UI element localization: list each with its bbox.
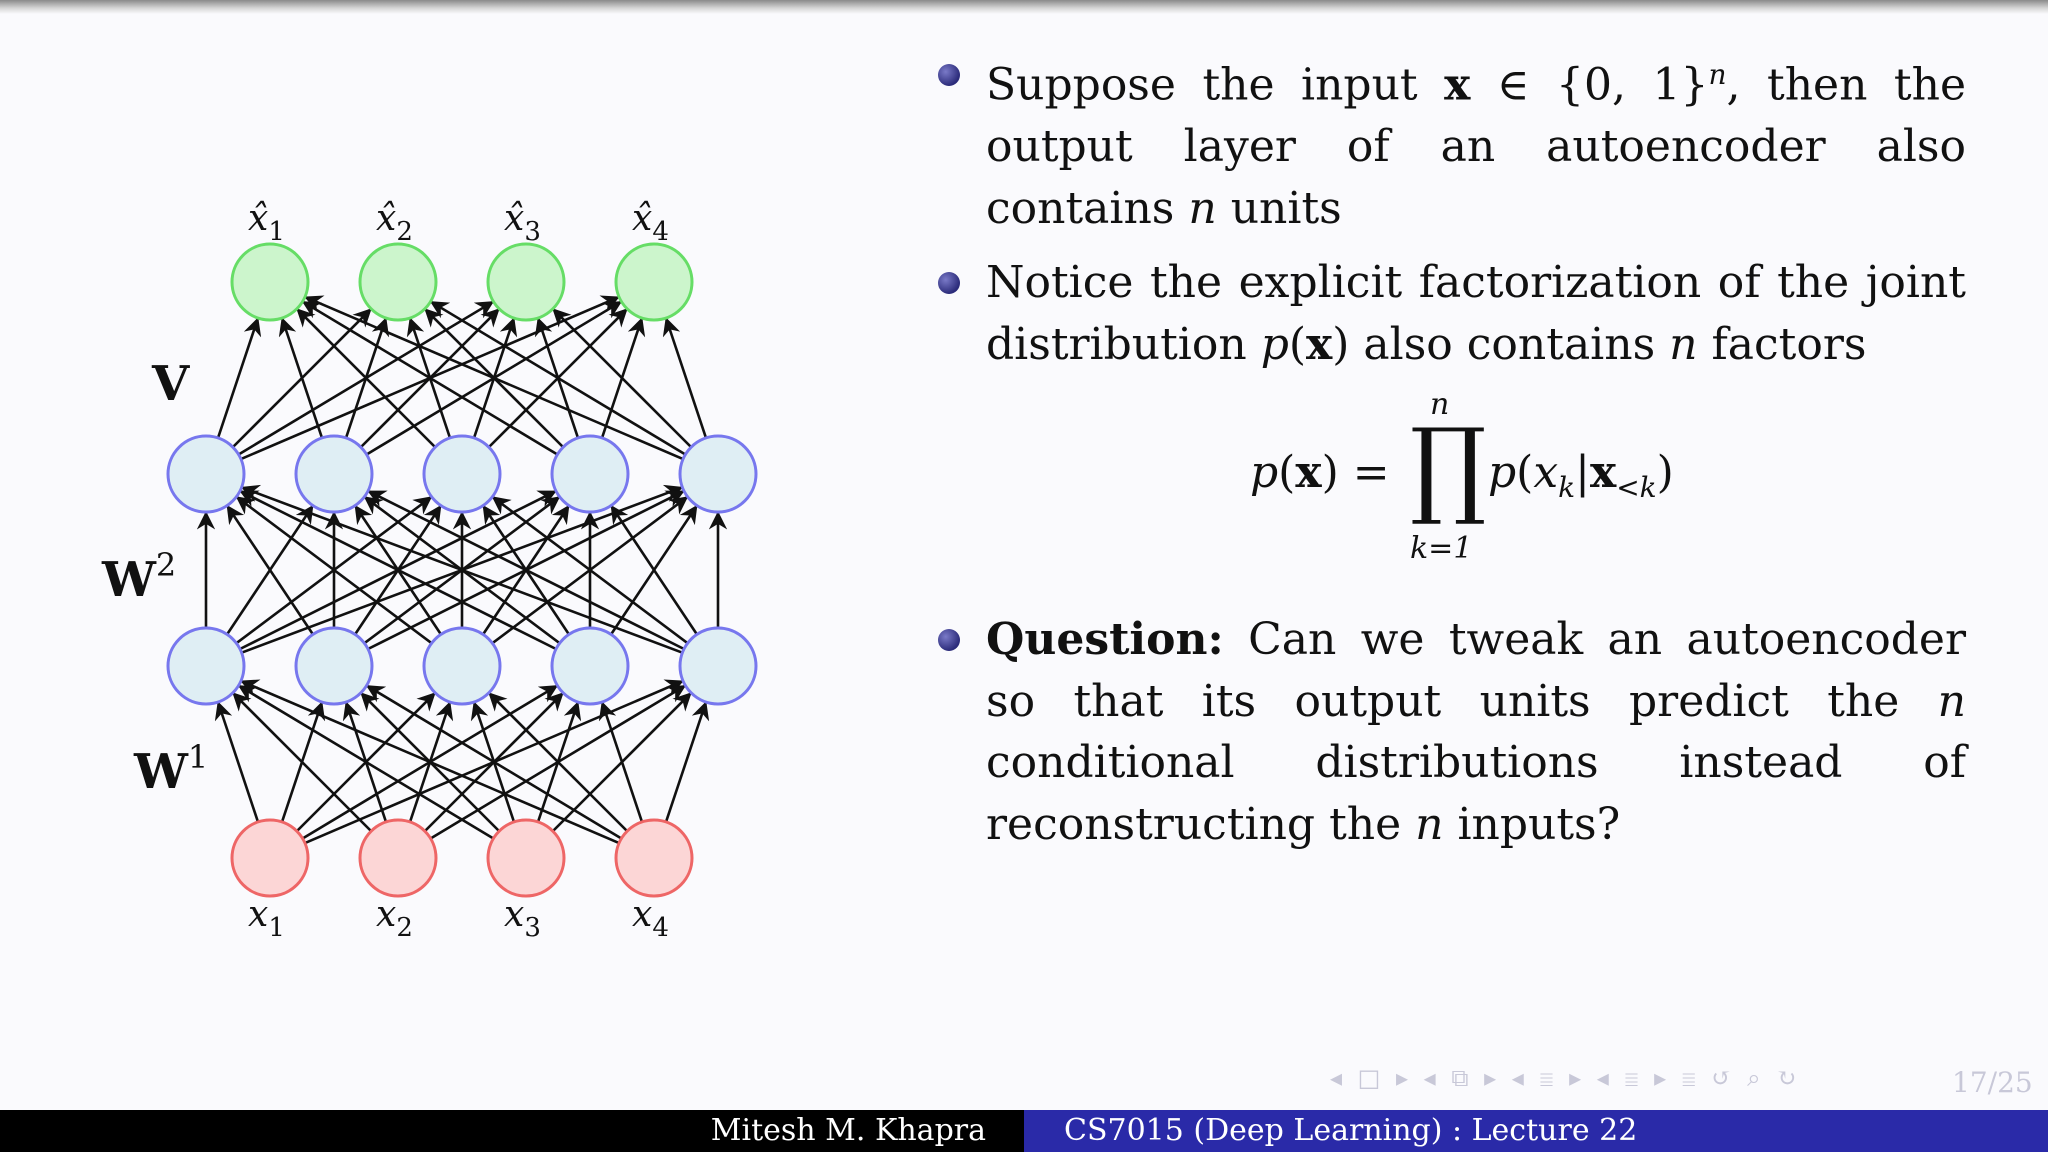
- math-n: n: [1937, 675, 1966, 727]
- edge: [232, 692, 373, 833]
- input-node-3: [486, 818, 566, 898]
- beamer-navigation-icons[interactable]: ◂ □ ▸ ◂ ⧉ ▸ ◂ ≣ ▸ ◂ ≣ ▸ ≣ ↺ ⌕ ↻: [1330, 1064, 1801, 1092]
- page-number: 17/25: [1952, 1066, 2033, 1099]
- autoencoder-diagram: x̂1 x̂2 x̂3 x̂4 x1 x2 x3 x4 V W2 W1: [101, 198, 758, 943]
- edge: [237, 684, 495, 840]
- edge: [491, 496, 689, 645]
- edge: [214, 701, 260, 823]
- product-symbol: ∏: [1410, 405, 1487, 529]
- output-node-4: [614, 242, 694, 322]
- edge: [240, 679, 620, 845]
- edge: [598, 701, 644, 823]
- paren: (: [1288, 318, 1307, 370]
- input-node-1: [230, 818, 310, 898]
- edge: [552, 308, 693, 449]
- hidden2-node-5: [678, 434, 758, 514]
- math-p: p: [1260, 318, 1289, 370]
- footer-course: CS7015 (Deep Learning) : Lecture 22: [1024, 1110, 2048, 1152]
- edge: [278, 317, 324, 439]
- hidden1-node-1: [166, 626, 246, 706]
- bullet-dot-icon: [938, 629, 960, 652]
- input-label-2: x2: [376, 894, 413, 943]
- edge: [301, 300, 559, 456]
- output-label-4: x̂4: [632, 198, 669, 247]
- edge: [429, 300, 687, 456]
- edge: [240, 484, 683, 654]
- network-edges: [196, 295, 728, 845]
- text: Suppose the input: [986, 59, 1445, 111]
- edge: [610, 504, 699, 636]
- math-n: n: [1188, 182, 1217, 234]
- bullet-input-output: Suppose the input x ∈ {0, 1}n, then the …: [936, 44, 1966, 239]
- output-label-2: x̂2: [376, 198, 413, 247]
- hidden1-node-2: [294, 626, 374, 706]
- formula-lhs: p(x) =: [1250, 447, 1390, 499]
- edge: [365, 684, 623, 840]
- weight-label-w2: W2: [101, 546, 176, 608]
- hidden2-node-3: [422, 434, 502, 514]
- input-node-2: [358, 818, 438, 898]
- top-gradient-bar: [0, 0, 2048, 14]
- math-set: ∈ {0, 1}: [1470, 59, 1709, 111]
- text: inputs?: [1443, 798, 1621, 850]
- edge: [235, 496, 433, 645]
- product-lower-limit: k=1: [1410, 531, 1473, 567]
- edge: [296, 308, 437, 449]
- output-label-3: x̂3: [504, 198, 541, 247]
- input-label-1: x1: [248, 894, 285, 943]
- output-node-1: [230, 242, 310, 322]
- input-label-4: x4: [632, 894, 669, 943]
- hidden1-node-5: [678, 626, 758, 706]
- input-label-3: x3: [504, 894, 541, 943]
- text: units: [1216, 182, 1342, 234]
- text: conditional distributions instead of rec…: [986, 737, 1966, 850]
- math-n: n: [1669, 318, 1698, 370]
- product-upper-limit: n: [1430, 387, 1450, 423]
- question-label: Question:: [986, 614, 1224, 666]
- edge: [662, 317, 708, 439]
- edge: [304, 295, 684, 461]
- edge: [367, 490, 685, 651]
- network-nodes: [166, 242, 758, 898]
- weight-label-w1: W1: [133, 738, 208, 800]
- text: , then the output layer of an autoencode…: [986, 59, 1966, 234]
- output-node-2: [358, 242, 438, 322]
- slide-content: Suppose the input x ∈ {0, 1}n, then the …: [936, 44, 1966, 855]
- formula-rhs: p(xk|x<k): [1488, 447, 1674, 504]
- edge: [664, 701, 710, 823]
- factorization-formula: p(x) = n ∏ k=1 p(xk|x<k): [936, 387, 1966, 569]
- bullet-factorization: Notice the explicit factorization of the…: [936, 252, 1966, 375]
- edge: [216, 317, 262, 439]
- math-n: n: [1708, 58, 1727, 91]
- paren: ): [1332, 318, 1350, 370]
- output-node-3: [486, 242, 566, 322]
- bullet-dot-icon: [938, 64, 960, 86]
- bullet-question: Question: Can we tweak an autoencoder so…: [936, 609, 1966, 855]
- weight-label-v: V: [151, 356, 190, 412]
- text: Notice the explicit factorization of the…: [986, 257, 1966, 370]
- footer-author: Mitesh M. Khapra: [0, 1110, 1024, 1152]
- math-x: x: [1444, 59, 1471, 111]
- text: Can we tweak an autoencoder so that its …: [986, 614, 1966, 727]
- hidden2-node-2: [294, 434, 374, 514]
- hidden1-node-4: [550, 626, 630, 706]
- hidden2-node-4: [550, 434, 630, 514]
- math-n: n: [1415, 798, 1444, 850]
- edge: [239, 490, 557, 651]
- text: factors: [1697, 318, 1867, 370]
- math-x: x: [1306, 318, 1333, 370]
- edge: [226, 504, 315, 636]
- footer-bar: Mitesh M. Khapra CS7015 (Deep Learning) …: [0, 1110, 2048, 1152]
- input-node-4: [614, 818, 694, 898]
- hidden1-node-3: [422, 626, 502, 706]
- hidden2-node-1: [166, 434, 246, 514]
- output-label-1: x̂1: [248, 198, 285, 247]
- bullet-dot-icon: [938, 272, 960, 295]
- text: also contains: [1349, 318, 1670, 370]
- edge: [488, 692, 629, 833]
